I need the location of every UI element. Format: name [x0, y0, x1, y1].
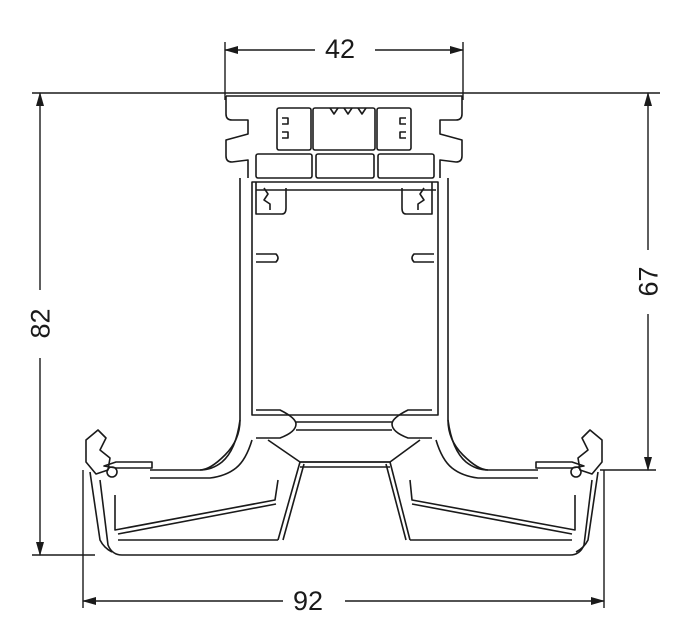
dimension-lines: [32, 42, 660, 608]
dimension-body-height: 67: [634, 260, 664, 303]
dimension-overall-height: 82: [26, 302, 56, 345]
dimension-top-width: 42: [319, 36, 362, 63]
profile-head: [225, 95, 463, 179]
profile-body: [199, 178, 489, 471]
profile-base: [85, 419, 603, 556]
dimension-bottom-width: 92: [287, 588, 330, 615]
